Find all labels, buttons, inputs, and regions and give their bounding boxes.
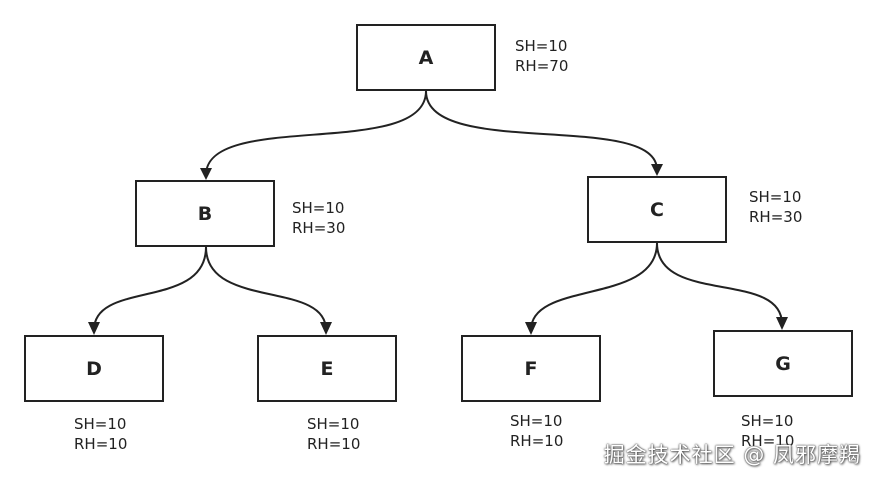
arrowhead-c [651, 164, 663, 176]
edge-b-to-e [205, 246, 327, 331]
node-e-metrics: SH=10 RH=10 [307, 414, 360, 454]
node-a-label: A [418, 46, 434, 69]
watermark: 掘金技术社区 @ 凤邪摩羯 [603, 443, 861, 467]
node-e: E [257, 335, 397, 402]
arrowhead-e [320, 322, 332, 335]
node-a: A [356, 24, 496, 91]
node-f: F [461, 335, 601, 402]
edge-a-to-c [425, 90, 658, 171]
node-d-rh: RH=10 [74, 435, 128, 453]
node-g: G [713, 330, 853, 397]
node-f-label: F [524, 357, 538, 380]
node-g-label: G [775, 352, 791, 375]
node-e-rh: RH=10 [307, 435, 361, 453]
node-g-rh: RH=10 [741, 432, 795, 450]
node-d: D [24, 335, 164, 402]
node-b: B [135, 180, 275, 247]
node-c-metrics: SH=10 RH=30 [749, 187, 802, 227]
arrowhead-d [88, 322, 100, 335]
edge-a-to-b [205, 90, 427, 176]
node-f-sh: SH=10 [510, 412, 563, 430]
edge-c-to-f [530, 242, 658, 331]
node-c-label: C [650, 198, 664, 221]
node-a-rh: RH=70 [515, 57, 569, 75]
node-e-label: E [320, 357, 334, 380]
node-a-sh: SH=10 [515, 37, 568, 55]
node-f-metrics: SH=10 RH=10 [510, 411, 563, 451]
node-b-rh: RH=30 [292, 219, 346, 237]
node-d-sh: SH=10 [74, 415, 127, 433]
node-d-metrics: SH=10 RH=10 [74, 414, 127, 454]
node-d-label: D [86, 357, 102, 380]
node-c-rh: RH=30 [749, 208, 803, 226]
node-f-rh: RH=10 [510, 432, 564, 450]
edge-c-to-g [656, 242, 783, 325]
node-b-label: B [197, 202, 213, 225]
arrowhead-g [776, 317, 788, 330]
node-c-sh: SH=10 [749, 188, 802, 206]
node-b-metrics: SH=10 RH=30 [292, 198, 345, 238]
node-c: C [587, 176, 727, 243]
arrowhead-f [525, 322, 537, 335]
node-g-sh: SH=10 [741, 412, 794, 430]
node-e-sh: SH=10 [307, 415, 360, 433]
node-g-metrics: SH=10 RH=10 [741, 411, 794, 451]
node-a-metrics: SH=10 RH=70 [515, 36, 568, 76]
node-b-sh: SH=10 [292, 199, 345, 217]
arrowhead-b [200, 168, 212, 180]
edge-b-to-d [93, 246, 207, 331]
